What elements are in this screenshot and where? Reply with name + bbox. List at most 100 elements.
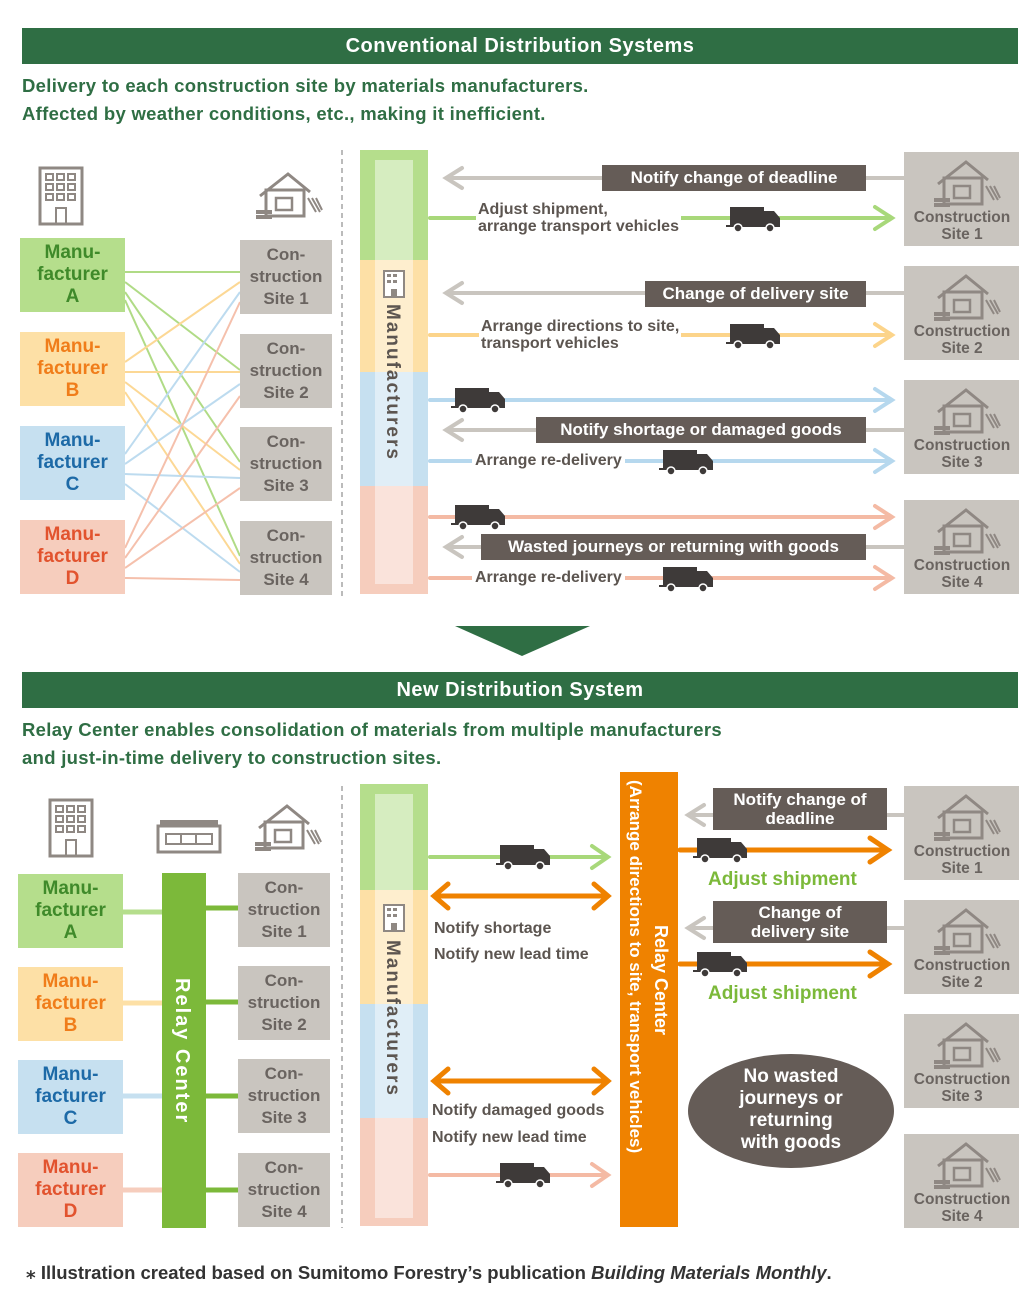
right-site-label: Site 4 — [941, 574, 983, 591]
conventional-description: Delivery to each construction site by ma… — [22, 72, 589, 128]
right-site-label: Construction — [913, 557, 1011, 574]
footnote-text: ⁎ Illustration created based on Sumitomo… — [26, 1262, 592, 1283]
mfr-label: Manu- — [44, 336, 101, 357]
manufacturer-a-box: Manu- facturer A — [20, 238, 125, 312]
construction-site-3-box: Con- struction Site 3 — [238, 1059, 330, 1133]
mfr-label: facturer — [35, 1086, 106, 1107]
site-label: struction — [247, 993, 321, 1012]
mfr-label: Manu- — [42, 971, 99, 992]
notice-shortage: Notify shortage or damaged goods — [536, 417, 866, 443]
site-label: struction — [249, 454, 323, 473]
site-label: Con- — [266, 245, 306, 264]
action-line: arrange transport vehicles — [478, 218, 679, 235]
notice-line: delivery site — [750, 922, 850, 941]
right-site-label: Site 4 — [941, 1208, 983, 1225]
mfr-letter: D — [63, 1201, 78, 1222]
no-wasted-line: journeys or — [739, 1088, 843, 1109]
desc-line-2: Affected by weather conditions, etc., ma… — [22, 103, 546, 124]
relay-center-orange-label: (Arrange directions to site, transport v… — [624, 780, 646, 1225]
footnote-publication: Building Materials Monthly — [591, 1262, 827, 1283]
desc-line-2: and just-in-time delivery to constructio… — [22, 747, 442, 768]
mfr-label: facturer — [35, 993, 106, 1014]
site-label: Site 3 — [261, 1108, 307, 1127]
site-label: struction — [247, 900, 321, 919]
no-wasted-line: with goods — [740, 1132, 842, 1153]
down-triangle-icon — [455, 626, 590, 656]
no-wasted-line: No wasted — [743, 1066, 839, 1087]
site-label: Site 2 — [263, 383, 309, 402]
mfr-letter: C — [63, 1108, 78, 1129]
notice-line: Notify change of — [733, 790, 867, 809]
site-label: struction — [249, 267, 323, 286]
notice-change-deadline: Notify change of deadline — [713, 788, 887, 830]
action-line: Adjust shipment, — [478, 201, 608, 218]
mfr-letter: B — [63, 1015, 78, 1036]
conventional-header: Conventional Distribution Systems — [22, 28, 1018, 64]
notice-change-site: Change of delivery site — [645, 281, 866, 307]
construction-site-2-box: Con- struction Site 2 — [238, 966, 330, 1040]
action-adjust-shipment: Adjust shipment, arrange transport vehic… — [476, 201, 681, 235]
no-wasted-journeys-text: No wasted journeys or returning with goo… — [700, 1066, 882, 1154]
site-label: Con- — [264, 1158, 304, 1177]
manufacturer-a-box: Manu- facturer A — [18, 874, 123, 948]
manufacturer-d-box: Manu- facturer D — [18, 1153, 123, 1227]
notify-lead-time-1-text: Notify new lead time — [434, 946, 589, 963]
relay-center-orange-title: Relay Center — [651, 925, 671, 1036]
construction-site-1-box: Con- struction Site 1 — [240, 240, 332, 314]
relay-center-label: Relay Center — [171, 978, 193, 1125]
manufacturers-vertical-label: Manufacturers — [382, 940, 403, 1097]
right-site-label: Construction — [913, 323, 1011, 340]
building-icon — [383, 270, 407, 310]
right-site-label: Construction — [913, 1071, 1011, 1088]
manufacturer-d-box: Manu- facturer D — [20, 520, 125, 594]
action-redelivery-3: Arrange re-delivery — [472, 452, 625, 469]
notify-lead-time-2-text: Notify new lead time — [432, 1129, 587, 1146]
right-site-label: Construction — [913, 209, 1011, 226]
mfr-label: Manu- — [44, 430, 101, 451]
mfr-label: Manu- — [42, 1064, 99, 1085]
action-redelivery-4: Arrange re-delivery — [472, 569, 625, 586]
right-site-label: Site 2 — [941, 974, 983, 991]
mfr-label: Manu- — [44, 242, 101, 263]
mfr-letter: C — [65, 474, 80, 495]
mfr-label: facturer — [37, 452, 108, 473]
relay-center-sublabel: (Arrange directions to site, transport v… — [626, 780, 645, 1154]
desc-line-1: Delivery to each construction site by ma… — [22, 75, 589, 96]
site-label: Site 4 — [263, 570, 309, 589]
warehouse-icon — [156, 820, 222, 854]
desc-line-1: Relay Center enables consolidation of ma… — [22, 719, 722, 740]
action-line: transport vehicles — [481, 335, 619, 352]
right-site-label: Site 1 — [941, 860, 983, 877]
mfr-label: facturer — [35, 1179, 106, 1200]
adjust-shipment-1: Adjust shipment — [708, 869, 857, 890]
site-label: Con- — [264, 971, 304, 990]
manufacturer-b-box: Manu- facturer B — [20, 332, 125, 406]
mfr-label: Manu- — [42, 1157, 99, 1178]
footnote-end: . — [826, 1262, 832, 1283]
right-site-label: Construction — [913, 437, 1011, 454]
site-label: struction — [247, 1086, 321, 1105]
site-label: Site 2 — [261, 1015, 307, 1034]
mfr-label: Manu- — [44, 524, 101, 545]
footnote: ⁎ Illustration created based on Sumitomo… — [26, 1262, 832, 1284]
notice-change-site: Change of delivery site — [713, 901, 887, 943]
notice-line: deadline — [765, 809, 835, 828]
manufacturers-vertical-label: Manufacturers — [382, 304, 403, 461]
mfr-letter: D — [65, 568, 80, 589]
mfr-letter: A — [65, 286, 80, 307]
notify-shortage-text: Notify shortage — [434, 920, 552, 937]
mfr-label: Manu- — [42, 878, 99, 899]
manufacturer-c-box: Manu- facturer C — [20, 426, 125, 500]
construction-site-3-box: Con- struction Site 3 — [240, 427, 332, 501]
no-wasted-line: returning — [749, 1110, 833, 1131]
notify-damaged-text: Notify damaged goods — [432, 1102, 605, 1119]
right-site-label: Construction — [913, 1191, 1011, 1208]
mfr-label: facturer — [35, 900, 106, 921]
right-site-label: Site 1 — [941, 226, 983, 243]
